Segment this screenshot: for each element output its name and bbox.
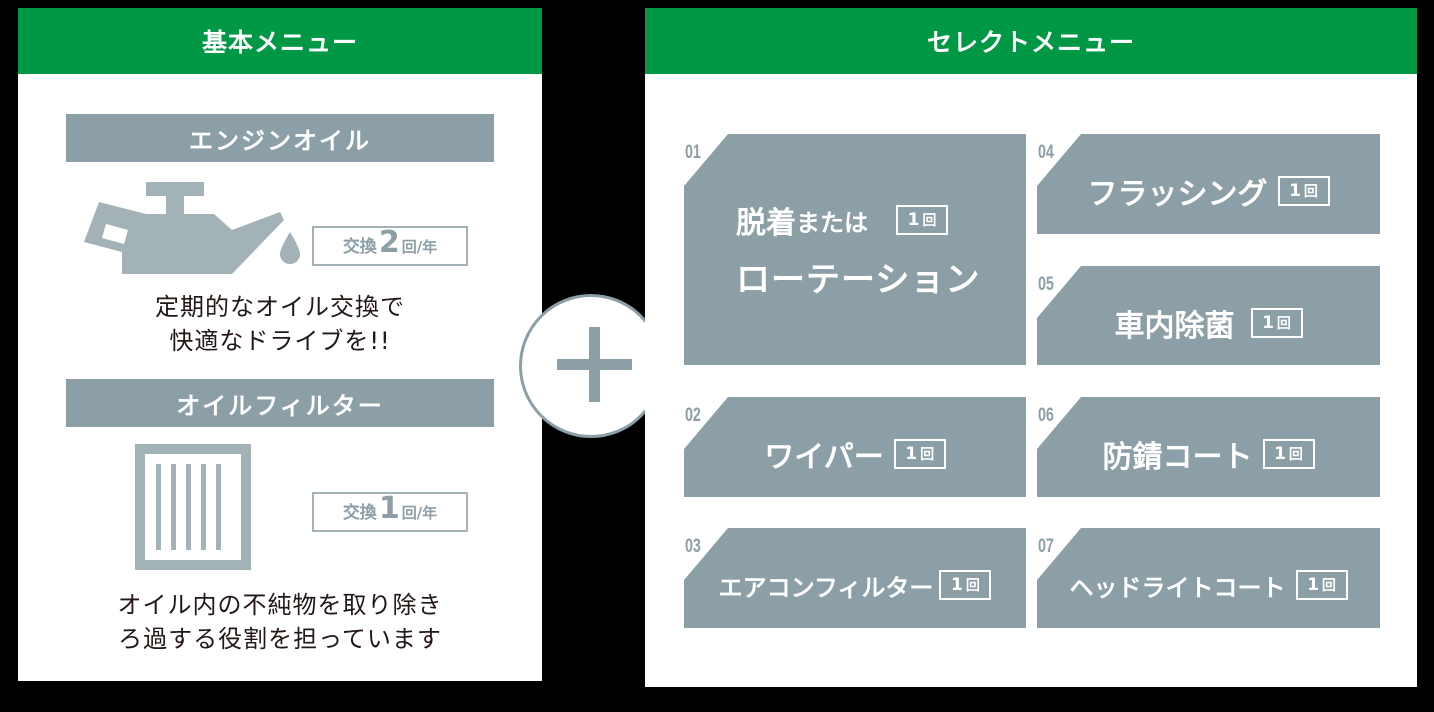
badge-count: 1 (1307, 575, 1319, 595)
item-label: 脱着 (736, 206, 796, 241)
badge-unit: 回 (1303, 184, 1318, 200)
badge-unit: 回 (1288, 447, 1303, 463)
badge-unit: 回 (1321, 578, 1336, 594)
item-label: ローテーション (736, 260, 981, 300)
select-item-rust-coat[interactable]: 防錆コート 1 回 (1037, 397, 1380, 497)
frequency-count: 1 (378, 491, 400, 526)
frequency-unit: 回/年 (401, 504, 438, 522)
frequency-unit: 回/年 (401, 238, 438, 256)
count-badge: 1 回 (896, 205, 948, 235)
count-badge: 1 回 (1250, 307, 1303, 338)
item-label: ヘッドライトコート (1069, 573, 1286, 602)
count-badge: 1 回 (1295, 570, 1348, 600)
filter-icon (135, 444, 251, 570)
item-number: 03 (685, 536, 701, 557)
item-label: ワイパー (764, 440, 884, 475)
badge-unit: 回 (965, 578, 980, 594)
description-line: 定期的なオイル交換で (155, 293, 405, 321)
basic-menu-panel: 基本メニュー エンジンオイル 交換 2 回/年 定期的なオイル交換で 快適なドラ… (18, 8, 542, 681)
engine-oil-description: 定期的なオイル交換で 快適なドライブを!! (18, 290, 542, 358)
item-label: 車内除菌 (1114, 308, 1235, 344)
select-item-headlight-coat[interactable]: ヘッドライトコート 1 回 (1037, 528, 1380, 628)
badge-unit: 回 (922, 213, 937, 229)
count-badge: 1 回 (1262, 439, 1315, 469)
item-label-small: または (796, 208, 868, 237)
item-number: 02 (685, 405, 701, 426)
count-badge: 1 回 (939, 570, 992, 600)
item-label: エアコンフィルター (718, 573, 934, 602)
description-line: ろ過する役割を担っています (118, 625, 442, 653)
plus-icon (519, 294, 663, 438)
item-number: 01 (685, 142, 701, 163)
item-label: 防錆コート (1102, 440, 1253, 475)
oil-can-icon (84, 182, 300, 274)
select-item-tire-rotation[interactable]: 脱着 または 1 回 ローテーション (684, 134, 1026, 365)
badge-count: 1 (905, 444, 918, 464)
item-number: 07 (1038, 536, 1054, 557)
badge-count: 1 (950, 575, 963, 595)
description-line: 快適なドライブを!! (169, 327, 391, 355)
engine-oil-label: エンジンオイル (66, 114, 494, 162)
count-badge: 1 回 (893, 439, 946, 469)
select-item-cabin-sanitize[interactable]: 車内除菌 1 回 (1037, 266, 1380, 365)
badge-count: 1 (907, 210, 920, 230)
item-number: 06 (1038, 405, 1054, 426)
select-menu-panel: セレクトメニュー 01 脱着 または 1 回 ローテーション 04 フラッシング… (645, 8, 1417, 687)
badge-count: 1 (1289, 181, 1301, 201)
engine-oil-frequency-badge: 交換 2 回/年 (312, 226, 468, 266)
oil-filter-label: オイルフィルター (66, 379, 494, 427)
select-menu-title: セレクトメニュー (645, 8, 1417, 74)
description-line: オイル内の不純物を取り除き (117, 591, 443, 619)
badge-count: 1 (1262, 312, 1274, 333)
select-item-ac-filter[interactable]: エアコンフィルター 1 回 (684, 528, 1026, 628)
oil-filter-frequency-badge: 交換 1 回/年 (312, 492, 468, 532)
frequency-prefix: 交換 (342, 503, 377, 523)
badge-unit: 回 (920, 447, 935, 463)
item-number: 04 (1038, 142, 1054, 163)
item-number: 05 (1038, 274, 1054, 295)
item-label: フラッシング (1087, 177, 1268, 212)
select-item-wiper[interactable]: ワイパー 1 回 (684, 397, 1026, 497)
count-badge: 1 回 (1277, 176, 1330, 206)
badge-unit: 回 (1276, 315, 1291, 332)
oil-filter-description: オイル内の不純物を取り除き ろ過する役割を担っています (18, 588, 542, 656)
select-item-flushing[interactable]: フラッシング 1 回 (1037, 134, 1380, 234)
frequency-count: 2 (378, 225, 400, 260)
basic-menu-title: 基本メニュー (18, 8, 542, 74)
frequency-prefix: 交換 (342, 237, 377, 257)
badge-count: 1 (1274, 444, 1286, 464)
